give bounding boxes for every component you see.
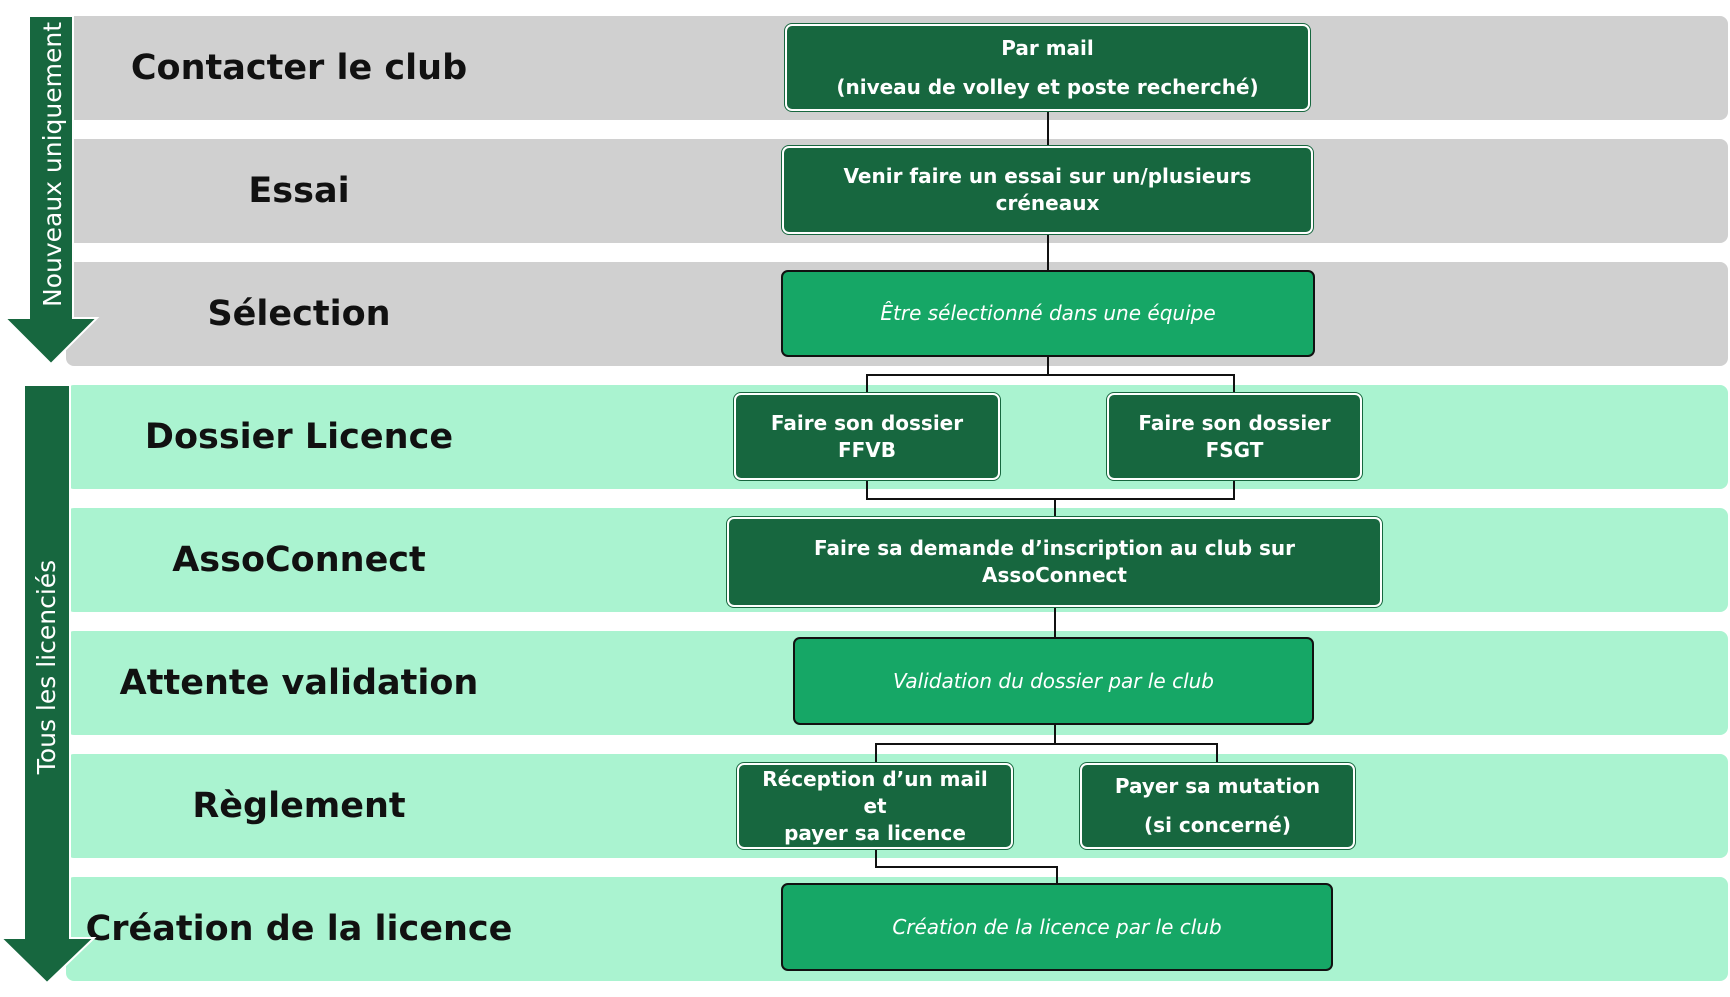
step-payer-mutation: Payer sa mutation (si concerné) <box>1080 763 1355 849</box>
stage-label-selection: Sélection <box>207 294 391 334</box>
stage-label-dossier: Dossier Licence <box>144 417 454 457</box>
side-label-tous: Tous les licenciés <box>32 559 61 775</box>
step-assoconnect-text: Faire sa demande d’inscription au club s… <box>814 536 1295 587</box>
stage-label-contacter: Contacter le club <box>130 48 468 88</box>
connector-ffvb-merge <box>866 480 1056 517</box>
step-essai-text: Venir faire un essai sur un/plusieurs cr… <box>843 164 1252 215</box>
stage-label-creation: Création de la licence <box>85 909 513 949</box>
step-creation-text: Création de la licence par le club <box>892 914 1222 939</box>
step-mutation-line1: Payer sa mutation <box>1114 774 1321 798</box>
arrow-nouveaux-uniquement <box>2 15 100 366</box>
step-dossier-fsgt-line1: Faire son dossier <box>1138 410 1331 435</box>
step-par-mail-line2: (niveau de volley et poste recherché) <box>836 74 1259 99</box>
step-dossier-fsgt-line2: FSGT <box>1205 437 1264 462</box>
arrow-tous-les-licencies <box>0 384 97 985</box>
step-par-mail-line1: Par mail <box>1001 35 1094 60</box>
connector-fsgt-merge <box>1055 480 1235 500</box>
step-creation-licence: Création de la licence par le club <box>781 883 1333 971</box>
connector-selection-fsgt <box>1048 374 1235 393</box>
stage-label-essai: Essai <box>248 171 350 211</box>
stage-label-attente: Attente validation <box>119 663 479 703</box>
step-validation-text: Validation du dossier par le club <box>892 668 1214 693</box>
connector-validation-split <box>875 725 1056 763</box>
connector-validation-mutation <box>1055 743 1218 763</box>
step-dossier-ffvb-text: Faire son dossier FFVB <box>770 410 964 462</box>
side-label-nouveaux: Nouveaux uniquement <box>38 21 67 307</box>
step-selection: Être sélectionné dans une équipe <box>781 270 1315 357</box>
step-mutation-line2: (si concerné) <box>1144 813 1291 837</box>
step-essai: Venir faire un essai sur un/plusieurs cr… <box>782 146 1313 234</box>
connector-selection-split <box>866 357 1049 393</box>
stage-label-reglement: Règlement <box>192 786 406 826</box>
step-dossier-fsgt: Faire son dossier FSGT <box>1107 393 1362 480</box>
connector-reception-creation <box>875 849 1058 883</box>
step-reception-mail: Réception d’un mail et payer sa licence <box>737 763 1013 849</box>
step-assoconnect: Faire sa demande d’inscription au club s… <box>727 517 1382 607</box>
step-validation: Validation du dossier par le club <box>793 637 1314 725</box>
stage-label-assoconnect: AssoConnect <box>172 540 426 580</box>
step-par-mail: Par mail (niveau de volley et poste rech… <box>785 24 1310 111</box>
step-reception-line2: payer sa licence <box>784 820 966 845</box>
step-dossier-ffvb: Faire son dossier FFVB <box>734 393 1000 480</box>
step-selection-text: Être sélectionné dans une équipe <box>880 301 1216 325</box>
step-reception-line1: Réception d’un mail et <box>762 766 988 818</box>
